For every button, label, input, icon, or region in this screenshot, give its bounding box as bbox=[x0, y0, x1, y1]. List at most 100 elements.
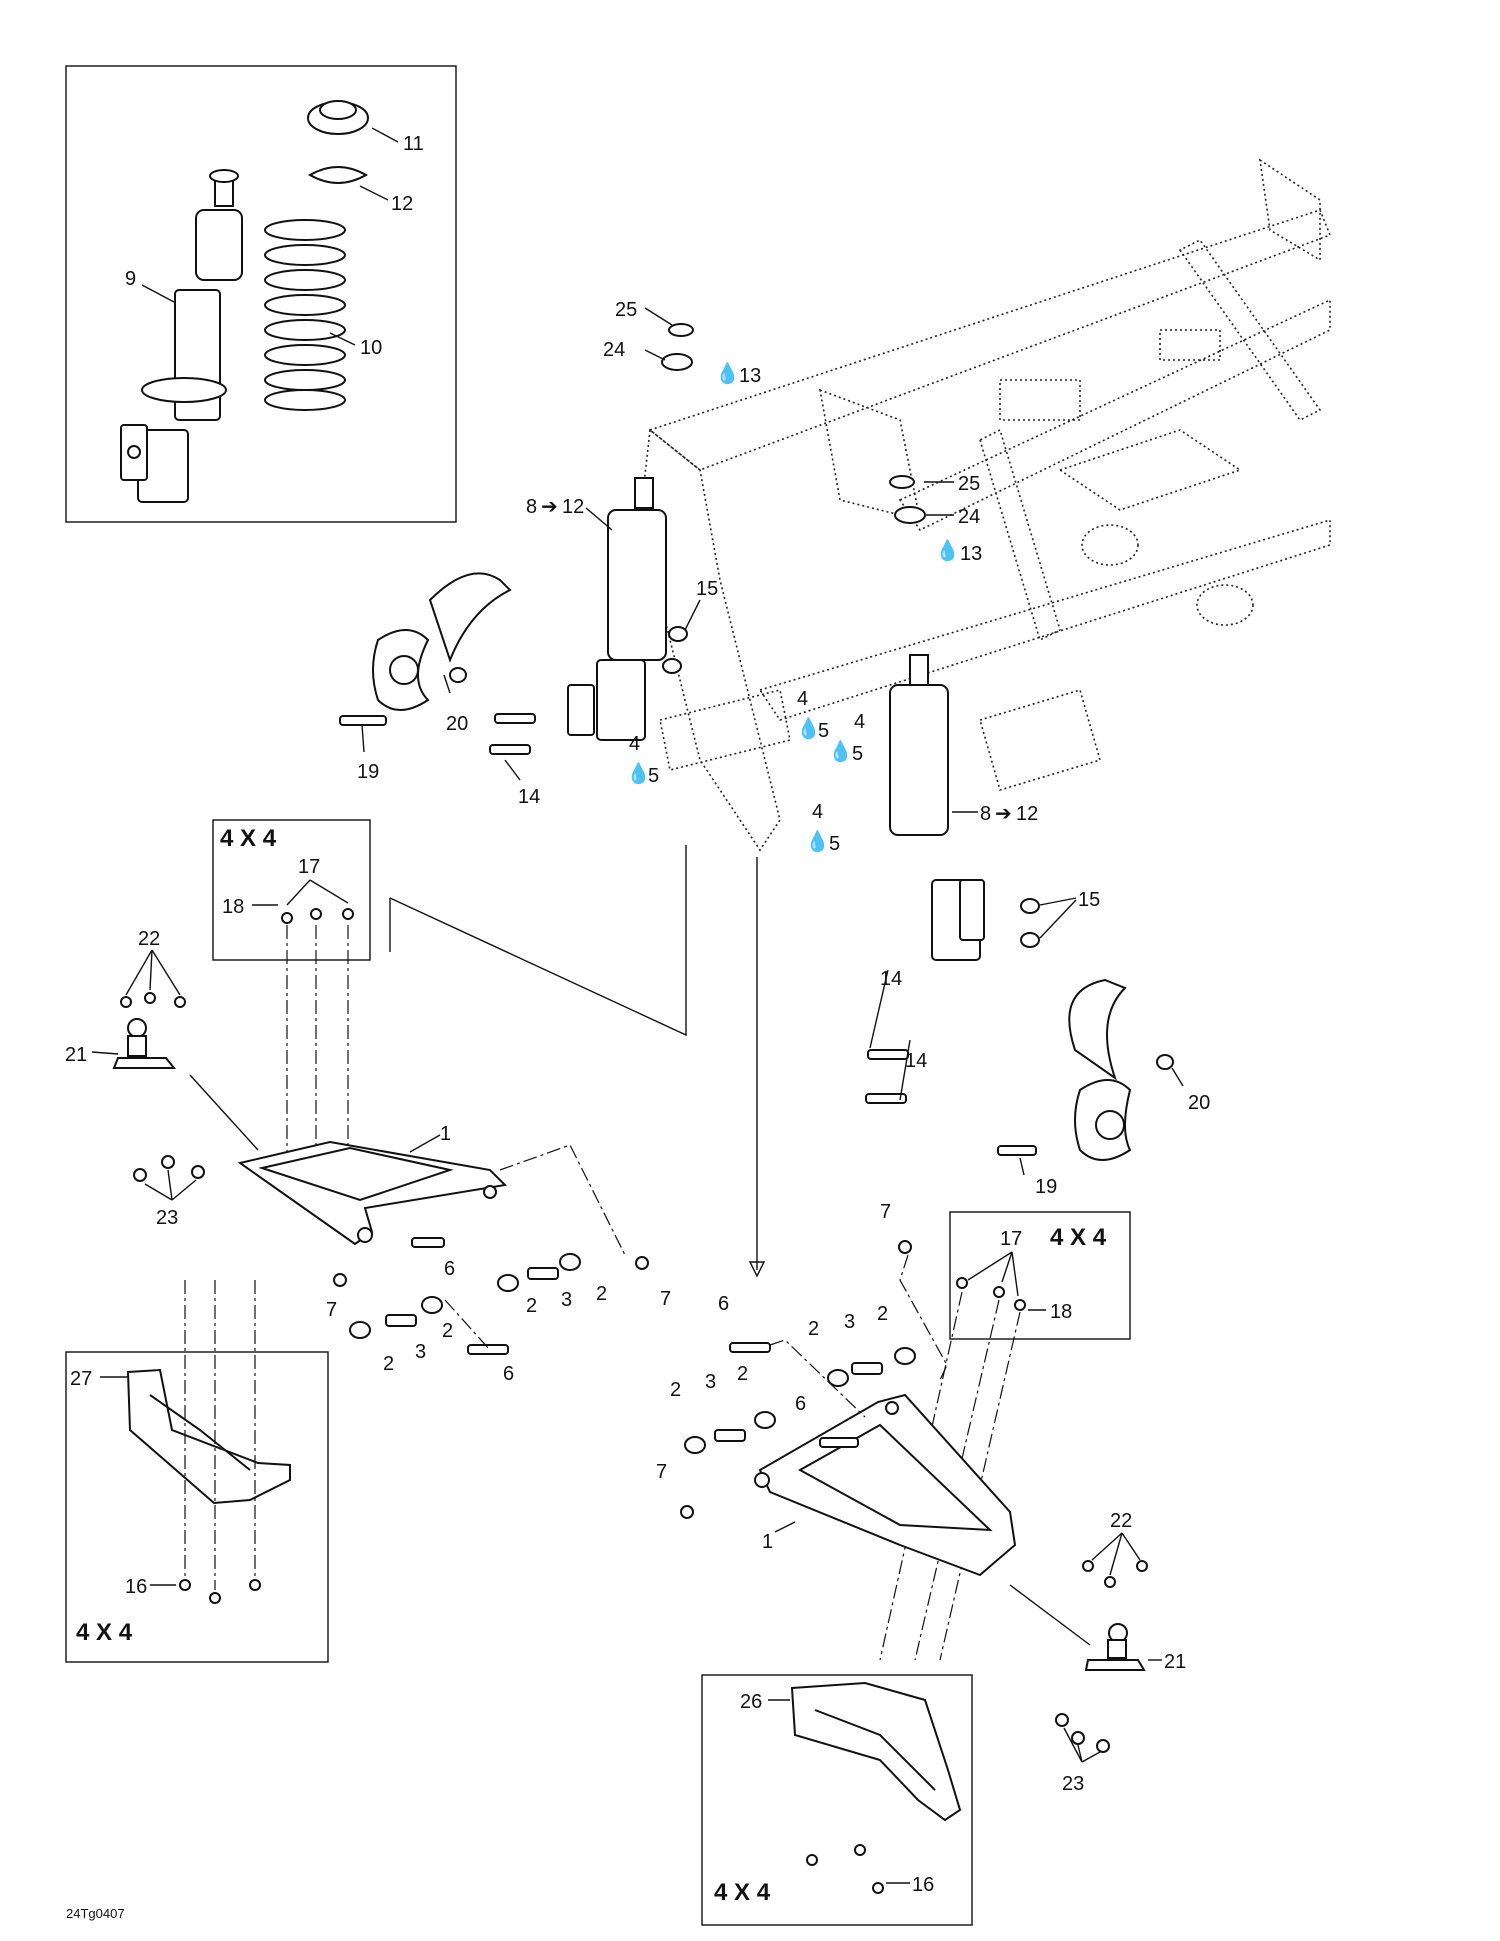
callout-25-left: 25 bbox=[615, 299, 637, 321]
callout-23-right: 23 bbox=[1062, 1773, 1084, 1795]
callout-3-la: 3 bbox=[561, 1289, 572, 1311]
callout-3-ra: 3 bbox=[844, 1311, 855, 1333]
callout-7-ra: 7 bbox=[656, 1461, 667, 1483]
bushing-2-ra bbox=[827, 1369, 849, 1387]
callout-1-left: 1 bbox=[440, 1123, 451, 1145]
right-steering-knuckle bbox=[1068, 978, 1132, 1161]
callout-18-left: 18 bbox=[222, 896, 244, 918]
bushing-2-rd bbox=[754, 1411, 776, 1429]
right-skid-plate bbox=[790, 1681, 962, 1822]
nut-7-rb bbox=[898, 1240, 912, 1254]
right-4x4-fastener-box-label: 4 X 4 bbox=[1050, 1224, 1107, 1251]
vehicle-frame bbox=[639, 158, 1332, 852]
bushing-25-left bbox=[668, 323, 694, 337]
callout-21-right: 21 bbox=[1164, 1651, 1186, 1673]
bushing-2-rb bbox=[894, 1347, 916, 1365]
callout-12-right: 12 bbox=[1016, 803, 1038, 825]
callout-25-right: 25 bbox=[958, 473, 980, 495]
callout-4-a: 4 bbox=[797, 688, 808, 710]
drop-5-c: 💧 bbox=[626, 761, 651, 785]
nut-20-right bbox=[1156, 1054, 1174, 1070]
callout-21-left: 21 bbox=[65, 1044, 87, 1066]
bolt-6-la bbox=[411, 1237, 445, 1248]
callout-5-c: 5 bbox=[648, 765, 659, 787]
callout-15-left: 15 bbox=[696, 578, 718, 600]
nut-15-upper-left bbox=[668, 626, 688, 642]
callout-1-right: 1 bbox=[762, 1531, 773, 1553]
bushing-2-rc bbox=[684, 1436, 706, 1454]
callout-22-left: 22 bbox=[138, 928, 160, 950]
bolt-14-upper-left bbox=[494, 713, 536, 724]
callout-2-rb: 2 bbox=[877, 1303, 888, 1325]
callout-7-rb: 7 bbox=[880, 1201, 891, 1223]
callout-24-left: 24 bbox=[603, 339, 625, 361]
callout-3-lb: 3 bbox=[415, 1341, 426, 1363]
callout-4-d: 4 bbox=[812, 801, 823, 823]
right-skid-plate-box bbox=[701, 1674, 973, 1926]
bushing-24-right bbox=[894, 506, 926, 524]
callout-17-right: 17 bbox=[1000, 1228, 1022, 1250]
nut-20-left bbox=[449, 667, 467, 683]
arrow-8-left: ➔ bbox=[541, 496, 558, 518]
callout-8-left: 8 bbox=[526, 496, 537, 518]
sleeve-3-la bbox=[527, 1267, 559, 1280]
callout-14-right-upper: 14 bbox=[880, 968, 902, 990]
left-steering-knuckle bbox=[372, 572, 512, 711]
callout-13-left: 13 bbox=[739, 365, 761, 387]
callout-15-right: 15 bbox=[1078, 889, 1100, 911]
callout-6-lb: 6 bbox=[503, 1363, 514, 1385]
sleeve-3-lb bbox=[385, 1314, 417, 1327]
callout-6-la: 6 bbox=[444, 1258, 455, 1280]
callout-16-right: 16 bbox=[912, 1874, 934, 1896]
nut-15-upper-right bbox=[1020, 898, 1040, 914]
bolt-6-ra bbox=[729, 1342, 771, 1353]
left-4x4-fastener-box-label: 4 X 4 bbox=[220, 825, 277, 852]
callout-19-right: 19 bbox=[1035, 1176, 1057, 1198]
callout-7-lb: 7 bbox=[660, 1288, 671, 1310]
drop-13-left: 💧 bbox=[715, 361, 740, 385]
callout-23-left: 23 bbox=[156, 1207, 178, 1229]
bolt-14-upper-right bbox=[867, 1049, 909, 1060]
callout-12-left: 12 bbox=[562, 496, 584, 518]
left-skid-plate-box bbox=[65, 1351, 329, 1663]
callout-12: 12 bbox=[391, 193, 413, 215]
bushing-2-la bbox=[497, 1274, 519, 1292]
callout-17-left: 17 bbox=[298, 856, 320, 878]
bolt-19-right bbox=[997, 1145, 1037, 1156]
callout-7-la: 7 bbox=[326, 1299, 337, 1321]
left-skid-plate-box-label: 4 X 4 bbox=[76, 1619, 133, 1646]
left-4x4-fastener-box bbox=[212, 819, 371, 961]
callout-11: 11 bbox=[403, 133, 424, 155]
callout-20-left: 20 bbox=[446, 713, 468, 735]
right-skid-plate-box-label: 4 X 4 bbox=[714, 1879, 771, 1906]
callout-27: 27 bbox=[70, 1368, 92, 1390]
callout-8-right: 8 bbox=[980, 803, 991, 825]
bushing-2-lb bbox=[559, 1253, 581, 1271]
callout-9: 9 bbox=[125, 268, 136, 290]
drop-5-a: 💧 bbox=[796, 716, 821, 740]
callout-14-right-lower: 14 bbox=[905, 1050, 927, 1072]
callout-4-b: 4 bbox=[854, 711, 865, 733]
shock-detail-box bbox=[65, 65, 457, 523]
right-ball-joint bbox=[1084, 1623, 1146, 1671]
callout-18-right: 18 bbox=[1050, 1301, 1072, 1323]
right-shock-absorber bbox=[889, 654, 985, 961]
bushing-2-ld bbox=[349, 1321, 371, 1339]
bushing-24-left bbox=[661, 353, 693, 371]
callout-2-rc: 2 bbox=[670, 1379, 681, 1401]
nut-15-lower-left bbox=[662, 658, 682, 674]
callout-14-left: 14 bbox=[518, 786, 540, 808]
callout-24-right: 24 bbox=[958, 506, 980, 528]
bushing-25-right bbox=[889, 475, 915, 489]
callout-22-right: 22 bbox=[1110, 1510, 1132, 1532]
left-shock-absorber bbox=[567, 477, 667, 741]
callout-26: 26 bbox=[740, 1691, 762, 1713]
drop-13-right: 💧 bbox=[935, 538, 960, 562]
callout-10: 10 bbox=[360, 337, 382, 359]
bolt-6-lb bbox=[467, 1344, 509, 1355]
drop-5-b: 💧 bbox=[828, 739, 853, 763]
nut-7-ra bbox=[680, 1505, 694, 1519]
nut-7-la bbox=[333, 1273, 347, 1287]
bushing-2-lc bbox=[421, 1296, 443, 1314]
